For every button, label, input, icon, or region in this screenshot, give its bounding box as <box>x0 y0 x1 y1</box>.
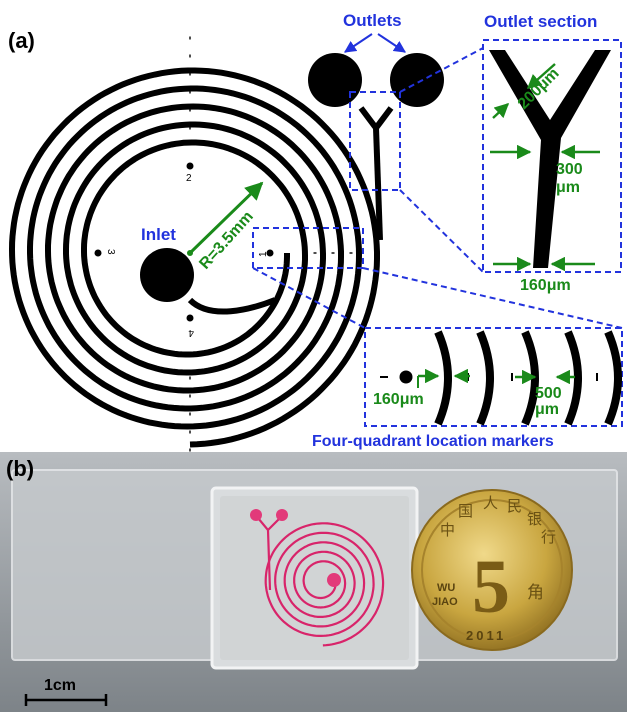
outlet-stem <box>373 127 383 241</box>
outlets-arrow-left <box>344 33 373 53</box>
coin-char-6: 行 <box>541 528 556 546</box>
outlet-zoom-line-bottom <box>399 189 484 273</box>
coin-char-1: 中 <box>440 521 455 539</box>
outlet-reservoir-right <box>390 53 444 107</box>
marker-dot-3 <box>94 249 102 257</box>
coin-char-5: 银 <box>527 510 542 528</box>
dim-200-arrow-2 <box>492 103 510 119</box>
dim-300-label-a: 300 <box>556 161 583 178</box>
pink-inlet <box>327 573 341 587</box>
coin-char-2: 国 <box>458 502 473 520</box>
coin-value: 5 <box>472 545 510 629</box>
panel-a: (a) 2 3 1 4 R=3.5mm Inlet Outlets <box>8 11 623 470</box>
marker-zoom-box <box>252 227 364 269</box>
coin-text-jiao-char: 角 <box>527 583 544 603</box>
inlet-connector <box>187 297 277 315</box>
coin-text-wu: WU <box>437 582 455 594</box>
marker-zoom-line-left <box>252 267 366 329</box>
coin-body <box>411 489 573 651</box>
dim-160-outlet-label: 160μm <box>520 277 571 294</box>
radius-arrow <box>188 181 264 255</box>
marker-number-2: 2 <box>186 173 192 184</box>
dim-160-marker-label: 160μm <box>373 391 424 408</box>
dim-300-label-b: μm <box>556 179 580 196</box>
coin-char-3: 人 <box>483 494 498 512</box>
dim-500-label-b: μm <box>535 401 559 418</box>
outlet-y-branch <box>358 106 394 130</box>
marker-number-3: 3 <box>105 249 116 255</box>
coin-text-jiao: JIAO <box>432 596 458 608</box>
inlet-label: Inlet <box>141 225 176 244</box>
marker-dot-4 <box>186 314 194 322</box>
outlet-section-label: Outlet section <box>484 12 597 31</box>
marker-number-1: 1 <box>258 251 269 257</box>
marker-number-4: 4 <box>188 327 194 338</box>
pink-spiral-channel <box>264 522 385 647</box>
marker-dot-2 <box>186 162 194 170</box>
pink-outlet-left <box>250 509 262 521</box>
outlet-section-box <box>482 39 622 273</box>
coin-char-4: 民 <box>507 497 522 515</box>
outlets-arrow-right <box>377 33 406 53</box>
marker-inset-dot <box>399 370 413 384</box>
spiral-channel <box>8 67 380 448</box>
pink-stem <box>257 517 281 591</box>
outlets-label: Outlets <box>343 11 402 30</box>
panel-b-label: (b) <box>6 456 34 481</box>
outlet-zoom-line-top <box>399 47 484 93</box>
dim-500-label-a: 500 <box>535 385 562 402</box>
four-quadrant-label: Four-quadrant location markers <box>312 433 554 450</box>
coin: 中 国 人 民 银 行 5 WU JIAO 角 2011 <box>411 489 573 651</box>
coin-year: 2011 <box>466 628 506 643</box>
marker-zoom-line-right <box>362 267 623 329</box>
panel-b: 中 国 人 民 银 行 5 WU JIAO 角 2011 (b) 1cm <box>0 452 627 712</box>
dim-200-arrow <box>526 63 556 89</box>
location-ticks <box>9 36 353 470</box>
outlet-section-y-shape <box>489 50 611 268</box>
outlet-reservoir-left <box>308 53 362 107</box>
scale-bar-label: 1cm <box>44 677 76 694</box>
coin-rim <box>421 499 563 641</box>
panel-a-label: (a) <box>8 28 35 53</box>
marker-dot-1 <box>266 249 274 257</box>
radius-origin <box>187 250 193 256</box>
outlet-zoom-box <box>349 91 401 191</box>
inlet-reservoir <box>140 248 194 302</box>
pink-outlet-right <box>276 509 288 521</box>
